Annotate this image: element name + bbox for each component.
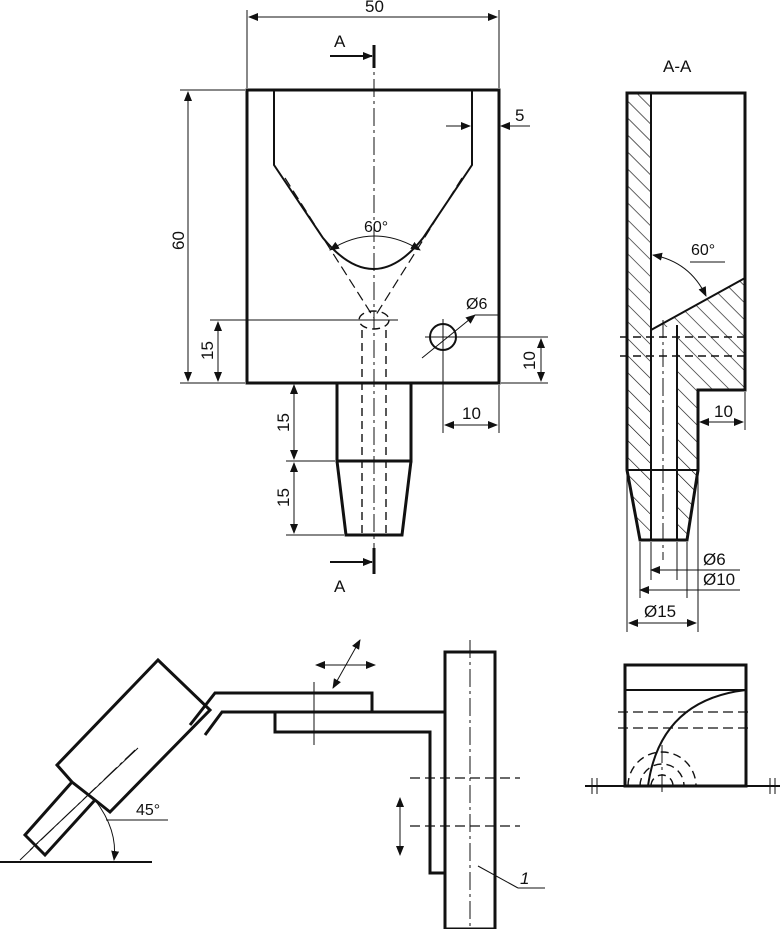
bottom-hole-height-label: 15	[198, 341, 217, 360]
torch-arm	[188, 691, 374, 736]
section-width-label: 10	[714, 402, 733, 421]
funnel-cavity	[273, 90, 473, 270]
angle-arc	[329, 235, 421, 251]
stem-bottom-height-label: 15	[274, 488, 293, 507]
wall-dim-label: 5	[515, 106, 524, 125]
dia-small-label: Ø6	[703, 550, 726, 569]
width-dim-label: 50	[365, 0, 384, 16]
part-number-label: 1	[520, 869, 529, 888]
section-mark-bottom: A	[334, 577, 346, 596]
dia-large-label: Ø15	[644, 602, 676, 621]
angle-label: 60°	[364, 219, 388, 236]
section-title: A-A	[663, 57, 692, 76]
section-angle-label: 60°	[691, 242, 715, 259]
dia-mid-label: Ø10	[703, 570, 735, 589]
assembly-angle-label: 45°	[136, 802, 160, 819]
section-mark-top: A	[334, 32, 346, 51]
height-dim-label: 60	[169, 231, 188, 250]
section-view: A-A 60° 10 Ø6 Ø10 Ø15	[620, 57, 750, 632]
hole-dia-label: Ø6	[466, 296, 487, 313]
hole-offset-label: 10	[462, 404, 481, 423]
stem-lower	[335, 460, 413, 537]
assembly-view: 45° 1	[0, 639, 545, 929]
hatched-wall-left	[627, 93, 651, 540]
stem-top-height-label: 15	[274, 413, 293, 432]
hole-height-label: 10	[520, 351, 539, 370]
torch-body	[54, 657, 213, 815]
detail-view	[585, 663, 780, 795]
front-view: 60° Ø6 A A 50 60	[169, 0, 548, 596]
